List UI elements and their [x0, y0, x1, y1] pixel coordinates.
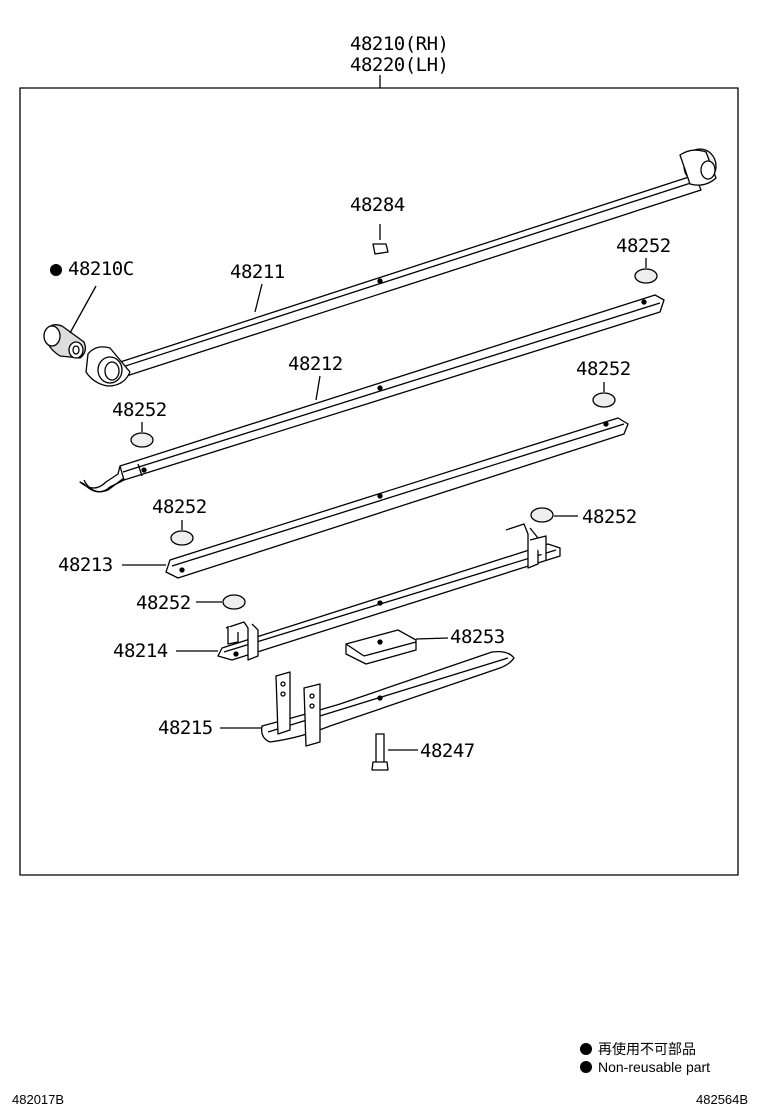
label-48212: 48212 — [288, 353, 343, 375]
non-reusable-dot-icon — [50, 264, 62, 276]
leaf-48213 — [165, 417, 629, 579]
pad-48252-f — [196, 594, 246, 610]
label-48213: 48213 — [58, 554, 113, 576]
footer-code-left: 482017B — [12, 1092, 65, 1107]
label-48253: 48253 — [450, 626, 505, 648]
leaf-48214 — [217, 523, 561, 661]
pad-48252-c — [592, 382, 616, 408]
legend-en: Non-reusable part — [580, 1059, 710, 1075]
label-48211: 48211 — [230, 261, 285, 283]
spacer-48253 — [345, 629, 449, 665]
label-48247: 48247 — [420, 740, 475, 762]
label-48214: 48214 — [113, 640, 168, 662]
leaf-48215 — [261, 650, 515, 747]
label-48252-d: 48252 — [152, 496, 207, 518]
pad-48252-e — [530, 507, 578, 523]
bolt-48247 — [371, 733, 418, 771]
non-reusable-dot-icon — [580, 1043, 592, 1055]
label-48252-c: 48252 — [576, 358, 631, 380]
diagram-frame — [19, 87, 739, 876]
pad-48252-d — [170, 520, 194, 546]
label-48210C: 48210C — [50, 259, 134, 279]
label-48252-f: 48252 — [136, 592, 191, 614]
title-rh: 48210(RH) — [350, 33, 449, 55]
label-48252-e: 48252 — [582, 506, 637, 528]
leaf-48211 — [85, 148, 717, 387]
label-48284: 48284 — [350, 194, 405, 216]
title-lh: 48220(LH) — [350, 54, 449, 76]
pad-48252-b — [130, 422, 154, 448]
footer-code-right: 482564B — [696, 1092, 749, 1107]
nut-48284 — [372, 224, 389, 255]
pad-48252-a — [634, 258, 658, 284]
bushing-48210C — [43, 285, 97, 359]
leaf-48212 — [79, 294, 665, 493]
legend-jp: 再使用不可部品 — [580, 1039, 696, 1059]
label-48252-b: 48252 — [112, 399, 167, 421]
label-48215: 48215 — [158, 717, 213, 739]
label-48252-a: 48252 — [616, 235, 671, 257]
non-reusable-dot-icon — [580, 1061, 592, 1073]
